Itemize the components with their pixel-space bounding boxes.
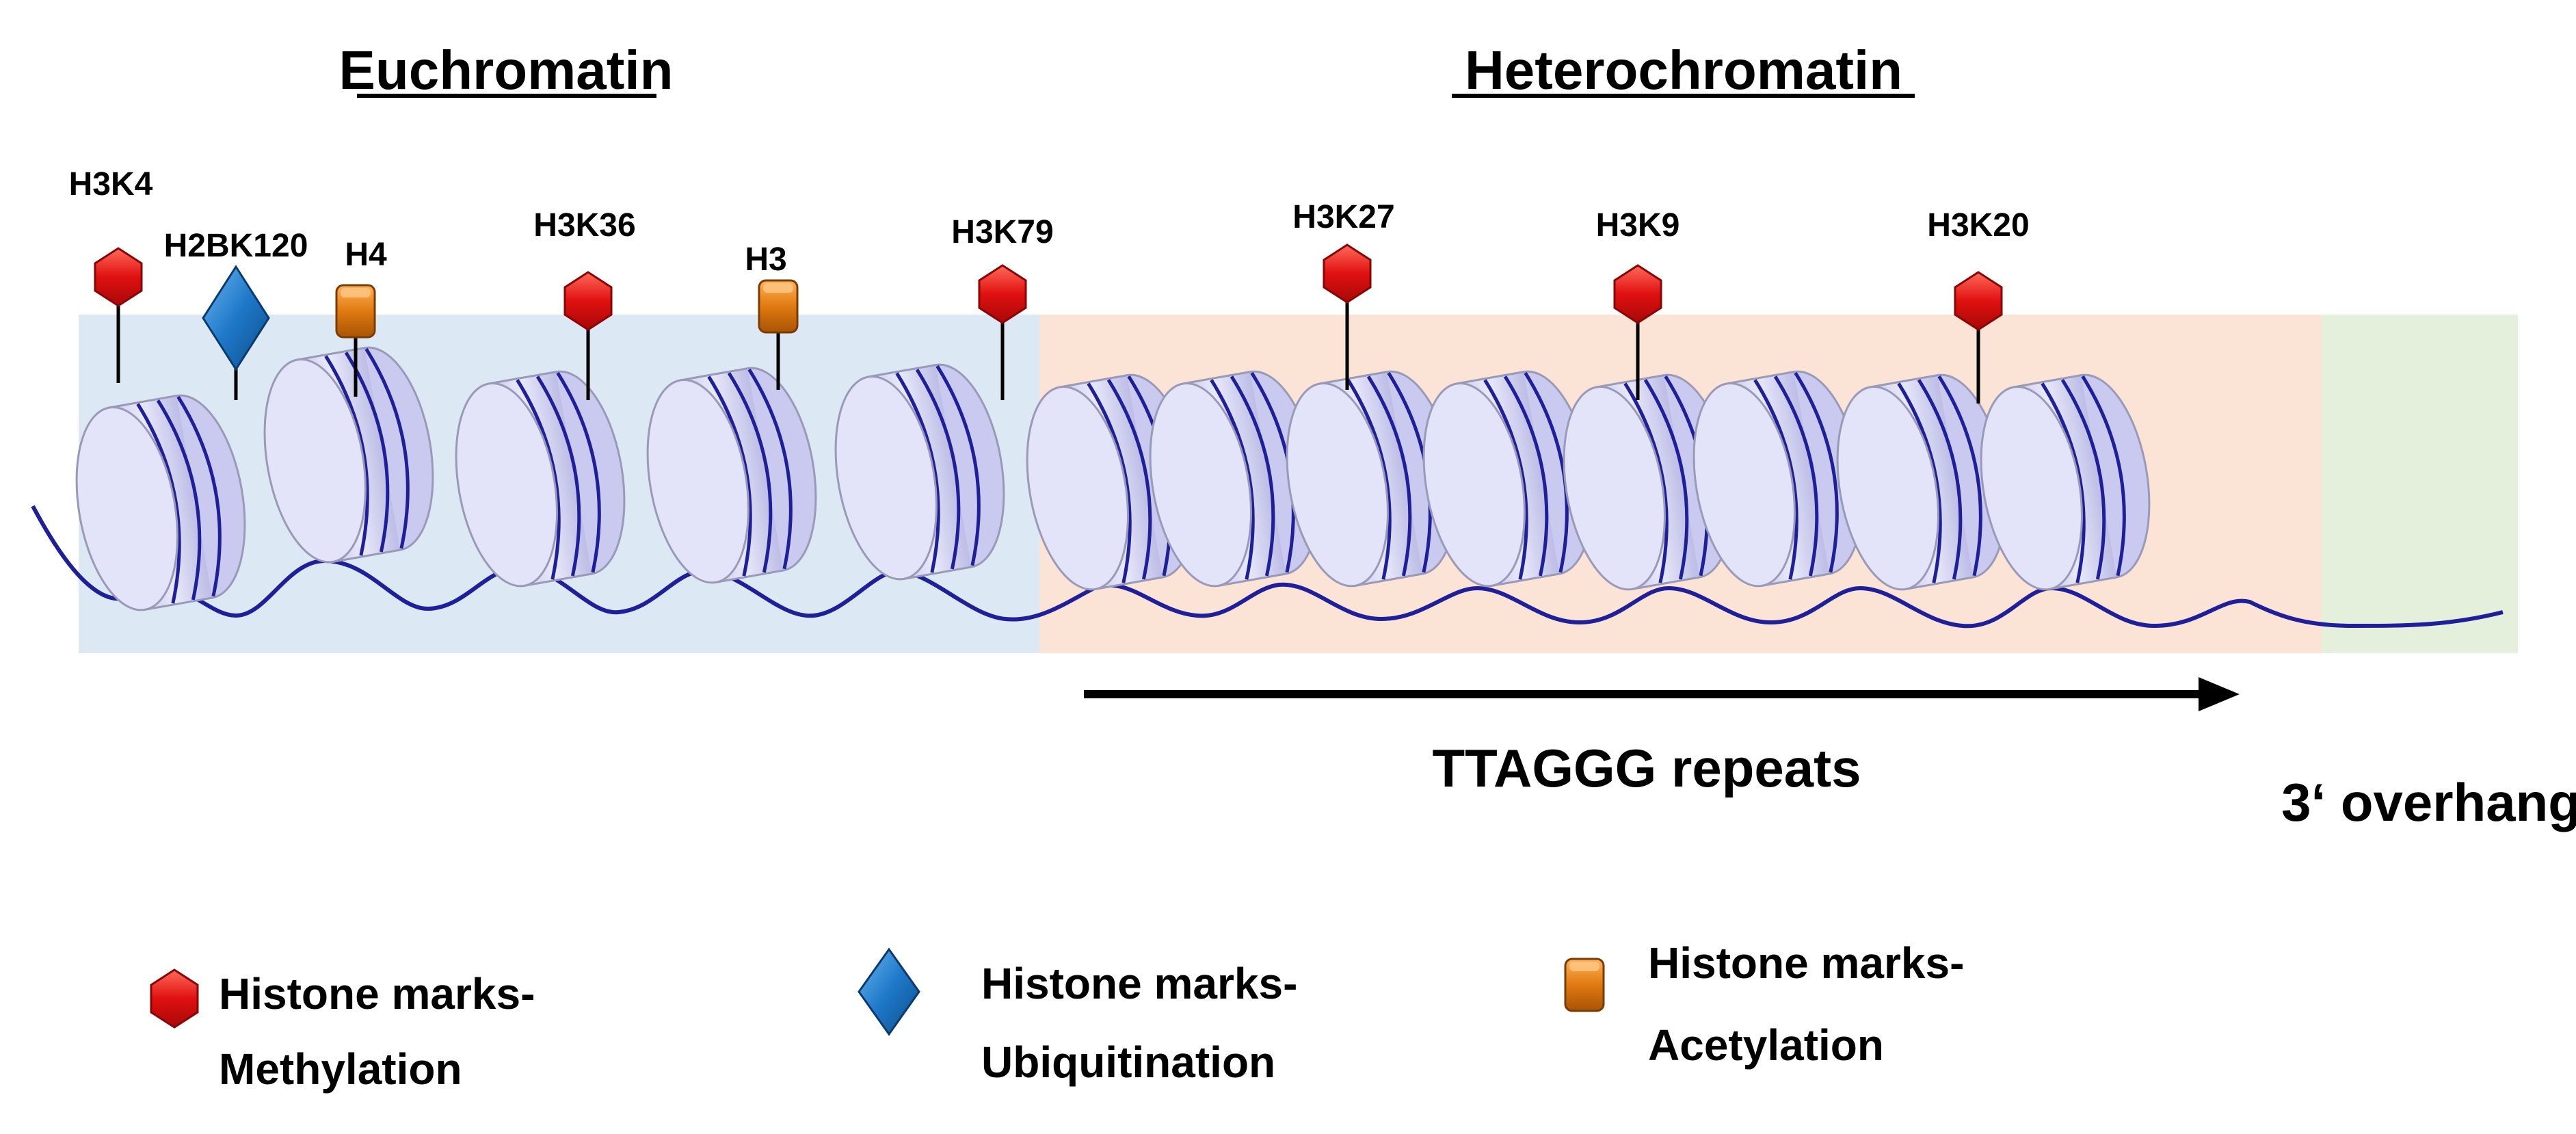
methylation-hexagon-icon	[94, 247, 143, 307]
overhang-label: 3‘ overhang	[2281, 772, 2576, 832]
nucleosome	[75, 394, 246, 611]
methylation-hexagon-icon	[1954, 271, 2003, 331]
acetylation-cube-icon	[1564, 958, 1605, 1012]
nucleosome	[646, 367, 817, 584]
repeats-label: TTAGGG repeats	[1432, 738, 1861, 798]
legend-methylation-line1: Histone marks-	[219, 969, 535, 1018]
nucleosome	[1422, 370, 1593, 588]
ubiquitination-diamond-icon	[858, 947, 920, 1036]
methylation-hexagon-icon	[150, 968, 199, 1029]
overhang-region	[2322, 315, 2518, 653]
mark-label: H3K79	[951, 214, 1053, 250]
nucleosome	[834, 363, 1005, 581]
legend-item-methylation: Histone marks- Methylation	[150, 968, 535, 1094]
histone-mark-h3k36: H3K36	[533, 207, 636, 400]
legend-methylation-line2: Methylation	[219, 1044, 462, 1094]
nucleosome	[1980, 373, 2151, 591]
legend-acetylation-line2: Acetylation	[1648, 1020, 1884, 1070]
histone-mark-h3k4: H3K4	[69, 166, 153, 383]
nucleosome	[1286, 370, 1457, 588]
histone-mark-h3k20: H3K20	[1927, 207, 2030, 404]
histone-mark-h3k9: H3K9	[1596, 207, 1680, 400]
histone-mark-h3k79: H3K79	[951, 214, 1054, 400]
mark-label: H4	[345, 237, 387, 273]
legend-acetylation-line1: Histone marks-	[1648, 938, 1964, 988]
mark-label: H3K27	[1292, 199, 1394, 235]
nucleosome	[1692, 370, 1863, 588]
legend-ubiquitination-line1: Histone marks-	[981, 959, 1297, 1008]
legend: Histone marks- Methylation Histone marks…	[150, 938, 1964, 1094]
histone-mark-h4: H4	[335, 237, 387, 397]
nucleosome	[455, 370, 626, 588]
legend-ubiquitination-line2: Ubiquitination	[981, 1038, 1275, 1087]
histone-mark-h3: H3	[745, 241, 799, 390]
acetylation-cube-icon	[758, 279, 799, 334]
repeats-arrow-head	[2199, 677, 2240, 711]
mark-label: H3K36	[533, 207, 635, 243]
nucleosome-group	[75, 346, 2151, 611]
acetylation-cube-icon	[335, 284, 376, 339]
mark-label: H3K20	[1927, 207, 2029, 243]
mark-label: H3	[745, 241, 786, 278]
euchromatin-title: Euchromatin	[339, 40, 674, 101]
methylation-hexagon-icon	[978, 264, 1027, 324]
mark-label: H3K9	[1596, 207, 1680, 243]
legend-item-ubiquitination: Histone marks- Ubiquitination	[858, 947, 1297, 1087]
nucleosome	[1836, 373, 2007, 591]
methylation-hexagon-icon	[1323, 243, 1372, 304]
histone-mark-h2bk120: H2BK120	[164, 228, 308, 400]
nucleosome	[263, 346, 434, 564]
ubiquitination-diamond-icon	[202, 265, 270, 371]
methylation-hexagon-icon	[1613, 264, 1662, 324]
histone-mark-h3k27: H3K27	[1292, 199, 1395, 390]
heterochromatin-title: Heterochromatin	[1465, 40, 1902, 101]
methylation-hexagon-icon	[563, 271, 613, 331]
mark-label: H3K4	[69, 166, 153, 202]
mark-label: H2BK120	[164, 228, 308, 264]
legend-item-acetylation: Histone marks- Acetylation	[1564, 938, 1964, 1070]
